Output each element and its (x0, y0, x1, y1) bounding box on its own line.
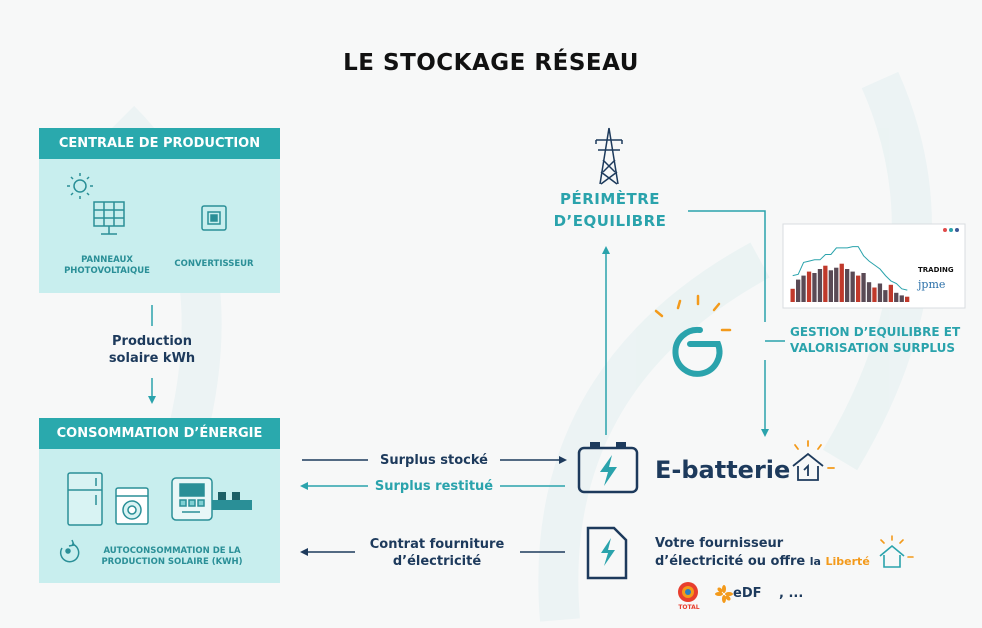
trading-bar (807, 272, 811, 302)
trading-bar (900, 295, 904, 302)
trading-bar (829, 270, 833, 302)
panels-label-line1: PANNEAUX (52, 255, 162, 266)
jpme-logo: jpme (918, 278, 945, 291)
trading-bar (872, 288, 876, 303)
trading-bar (894, 293, 898, 302)
perimeter-line1: PÉRIMÈTRE (540, 188, 680, 210)
total-logo (678, 582, 698, 602)
battery-label: E-batterie (655, 456, 790, 484)
gestion-line2: VALORISATION SURPLUS (790, 340, 960, 356)
contrat-line1: Contrat fourniture (352, 536, 522, 553)
supplier-line2: d’électricité ou offre (655, 554, 805, 569)
contrat-label: Contrat fourniture d’électricité (352, 536, 522, 570)
trading-bar (856, 276, 860, 302)
etc-label: , ... (779, 586, 803, 601)
trading-bar (840, 264, 844, 302)
trading-bar (883, 290, 887, 302)
fridge-icon (68, 473, 102, 525)
supplier-line1: Votre fournisseur (655, 535, 783, 552)
trading-bar (861, 273, 865, 302)
trading-bar (812, 273, 816, 302)
edf-label: eDF (733, 586, 762, 601)
trading-label: TRADING (918, 266, 954, 274)
trading-bar (823, 266, 827, 302)
trading-bar (791, 289, 795, 302)
surplus-restitue-label: Surplus restitué (368, 478, 500, 495)
production-flow-label: Production solaire kWh (82, 333, 222, 367)
production-header: CENTRALE DE PRODUCTION (39, 128, 280, 159)
washing-machine-icon (116, 488, 148, 524)
self-consumption-label: AUTOCONSOMMATION DE LA PRODUCTION SOLAIR… (82, 546, 262, 568)
panels-label-line2: PHOTOVOLTAIQUE (52, 266, 162, 277)
contrat-line2: d’électricité (352, 553, 522, 570)
trading-bar (845, 269, 849, 302)
trading-bar (796, 280, 800, 302)
pylon-icon (596, 128, 622, 184)
gestion-line1: GESTION D’EQUILIBRE ET (790, 324, 960, 340)
production-flow-line1: Production (82, 333, 222, 350)
self-consumption-line1: AUTOCONSOMMATION DE LA (82, 546, 262, 557)
production-flow-line2: solaire kWh (82, 350, 222, 367)
trading-bar (867, 282, 871, 302)
trading-bar (801, 276, 805, 302)
gestion-label: GESTION D’EQUILIBRE ET VALORISATION SURP… (790, 324, 960, 356)
liberte-house-icon (880, 536, 913, 567)
trading-bar (818, 269, 822, 302)
supplier-line2-wrap: d’électricité ou offre la Liberté (655, 553, 870, 570)
perimeter-line2: D’EQUILIBRE (540, 210, 680, 232)
trading-bar (878, 284, 882, 303)
panels-label: PANNEAUX PHOTOVOLTAIQUE (52, 255, 162, 277)
contract-document-icon (588, 528, 626, 578)
trading-bar (905, 297, 909, 302)
total-label: TOTAL (678, 604, 700, 611)
supplier-la: la (810, 555, 821, 568)
self-consumption-line2: PRODUCTION SOLAIRE (KWH) (82, 557, 262, 568)
supplier-liberte: Liberté (826, 555, 870, 568)
converter-label: CONVERTISSEUR (164, 259, 264, 270)
trading-bar (834, 268, 838, 302)
trading-bar (851, 272, 855, 302)
consumption-header: CONSOMMATION D’ÉNERGIE (39, 418, 280, 449)
edf-logo (715, 585, 733, 603)
perimeter-label: PÉRIMÈTRE D’EQUILIBRE (540, 188, 680, 232)
trading-bar (889, 285, 893, 302)
surplus-stocke-label: Surplus stocké (368, 452, 500, 469)
page-title: LE STOCKAGE RÉSEAU (0, 50, 982, 76)
